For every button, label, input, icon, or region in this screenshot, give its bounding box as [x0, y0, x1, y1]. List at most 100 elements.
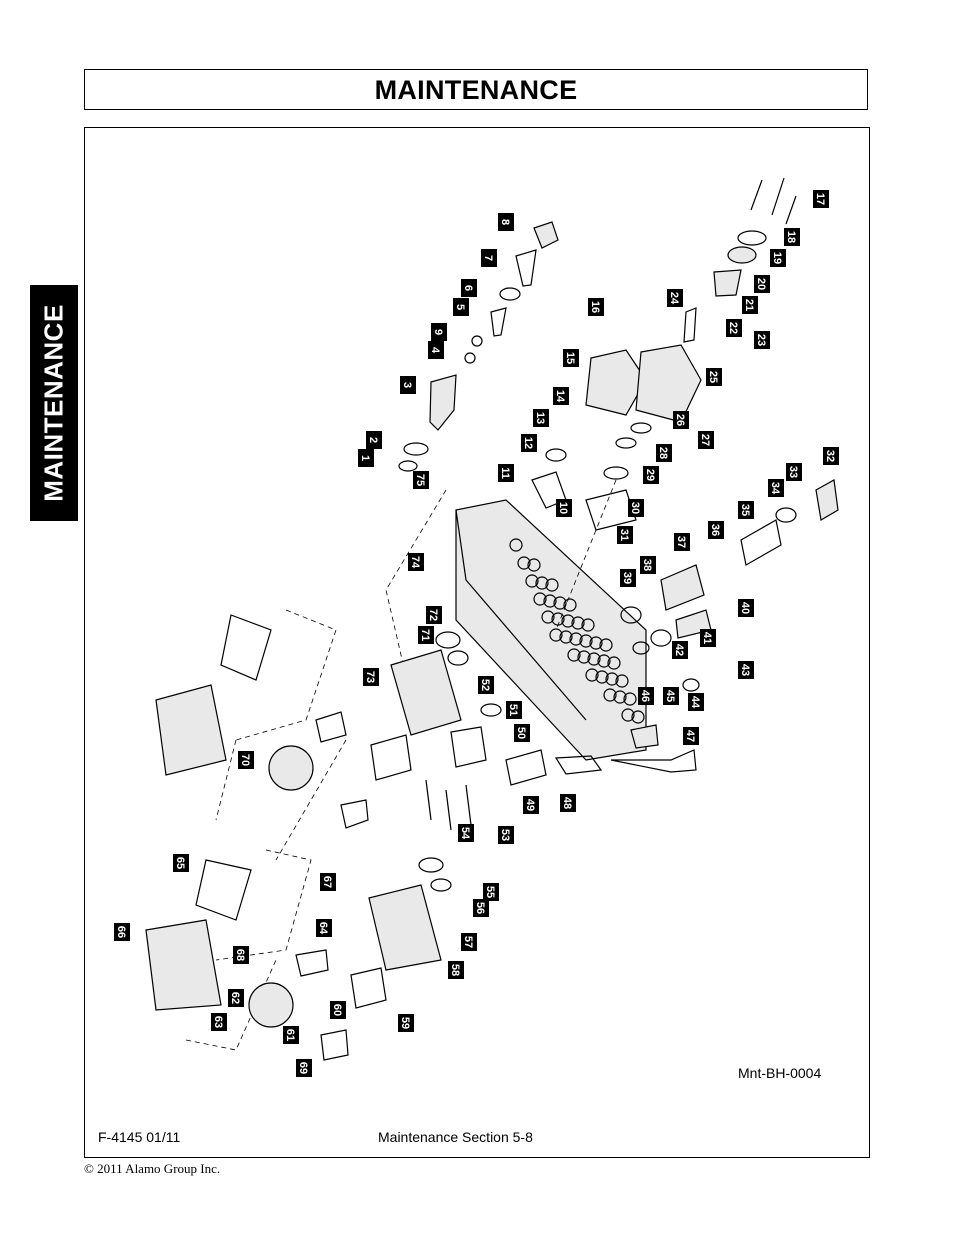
- part-label-text: 68: [234, 949, 246, 961]
- part-label-text: 71: [419, 629, 431, 641]
- part-label-text: 15: [564, 352, 576, 364]
- part-label-7: 7: [481, 249, 497, 267]
- part-label-text: 74: [409, 556, 421, 569]
- part-label-text: 14: [554, 390, 566, 403]
- part-label-text: 33: [787, 466, 799, 478]
- part-label-text: 31: [618, 529, 630, 541]
- part-label-text: 3: [401, 382, 413, 388]
- valve-port: [607, 656, 621, 670]
- part-label-text: 17: [814, 193, 826, 205]
- valve-port: [549, 628, 563, 642]
- valve-port: [545, 578, 559, 592]
- part-label-3: 3: [400, 376, 416, 394]
- part-label-text: 75: [414, 474, 426, 486]
- part-label-11: 11: [498, 464, 514, 482]
- part-label-text: 38: [641, 559, 653, 571]
- part-label-62: 62: [228, 989, 244, 1007]
- part-label-text: 53: [499, 829, 511, 841]
- diagram-id: Mnt-BH-0004: [738, 1065, 822, 1081]
- part-label-30: 30: [628, 499, 644, 517]
- part-label-text: 20: [755, 278, 767, 290]
- side-tab: MAINTENANCE: [30, 285, 78, 521]
- part-label-text: 49: [524, 799, 536, 811]
- valve-port: [595, 670, 609, 684]
- part-label-text: 28: [657, 447, 669, 459]
- valve-port: [615, 674, 629, 688]
- part-label-text: 26: [674, 414, 686, 426]
- part-label-46: 46: [638, 687, 654, 705]
- valve-port: [603, 688, 617, 702]
- part-label-text: 47: [684, 730, 696, 742]
- part-label-text: 24: [668, 292, 680, 305]
- part-label-31: 31: [617, 526, 633, 544]
- part-label-text: 7: [482, 255, 494, 261]
- valve-port: [571, 616, 585, 630]
- part-label-57: 57: [461, 933, 477, 951]
- part-label-text: 30: [629, 502, 641, 514]
- valve-port: [587, 652, 601, 666]
- part-label-43: 43: [738, 661, 754, 679]
- valve-body: [455, 499, 653, 761]
- part-label-text: 50: [515, 727, 527, 739]
- part-label-10: 10: [556, 499, 572, 517]
- part-label-text: 25: [707, 371, 719, 383]
- part-label-15: 15: [563, 349, 579, 367]
- part-label-73: 73: [363, 668, 379, 686]
- part-label-49: 49: [523, 796, 539, 814]
- valve-port: [585, 668, 599, 682]
- part-label-text: 19: [771, 252, 783, 264]
- part-label-71: 71: [418, 626, 434, 644]
- part-label-6: 6: [461, 279, 477, 297]
- doc-number: F-4145 01/11: [98, 1129, 181, 1145]
- part-label-35: 35: [738, 501, 754, 519]
- part-label-9: 9: [431, 323, 447, 341]
- valve-port: [599, 638, 613, 652]
- part-label-text: 1: [359, 455, 371, 461]
- part-label-text: 51: [507, 704, 519, 716]
- part-label-65: 65: [173, 854, 189, 872]
- part-label-text: 5: [454, 304, 466, 310]
- part-label-text: 41: [701, 632, 713, 644]
- part-label-text: 12: [522, 437, 534, 449]
- valve-port: [541, 610, 555, 624]
- part-label-36: 36: [708, 521, 724, 539]
- part-label-text: 46: [639, 690, 651, 702]
- part-label-60: 60: [330, 1001, 346, 1019]
- part-label-25: 25: [706, 368, 722, 386]
- part-label-72: 72: [426, 606, 442, 624]
- part-label-34: 34: [768, 479, 784, 497]
- part-label-text: 54: [459, 827, 471, 840]
- part-label-54: 54: [458, 824, 474, 842]
- part-label-47: 47: [683, 727, 699, 745]
- part-label-24: 24: [667, 289, 683, 307]
- part-label-text: 43: [739, 664, 751, 676]
- valve-sections: [531, 344, 702, 531]
- part-label-56: 56: [473, 899, 489, 917]
- side-tab-label: MAINTENANCE: [38, 304, 69, 502]
- part-label-50: 50: [514, 724, 530, 742]
- part-label-text: 11: [499, 467, 511, 479]
- part-label-42: 42: [672, 641, 688, 659]
- part-label-59: 59: [398, 1014, 414, 1032]
- valve-port: [567, 648, 581, 662]
- part-label-33: 33: [786, 463, 802, 481]
- part-label-17: 17: [813, 190, 829, 208]
- part-label-text: 45: [664, 690, 676, 702]
- valve-port: [553, 596, 567, 610]
- valve-port: [509, 538, 523, 552]
- valve-port: [597, 654, 611, 668]
- part-label-text: 63: [212, 1016, 224, 1028]
- right-spool-parts: [505, 479, 839, 786]
- part-label-32: 32: [823, 447, 839, 465]
- part-label-text: 27: [699, 434, 711, 446]
- part-label-63: 63: [211, 1013, 227, 1031]
- part-label-text: 13: [534, 412, 546, 424]
- part-label-text: 4: [429, 347, 441, 354]
- part-label-text: 39: [621, 572, 633, 584]
- control-handles: [145, 614, 412, 1061]
- part-label-37: 37: [674, 533, 690, 551]
- valve-port: [525, 574, 539, 588]
- part-label-29: 29: [643, 466, 659, 484]
- part-label-45: 45: [663, 687, 679, 705]
- valve-port: [533, 592, 547, 606]
